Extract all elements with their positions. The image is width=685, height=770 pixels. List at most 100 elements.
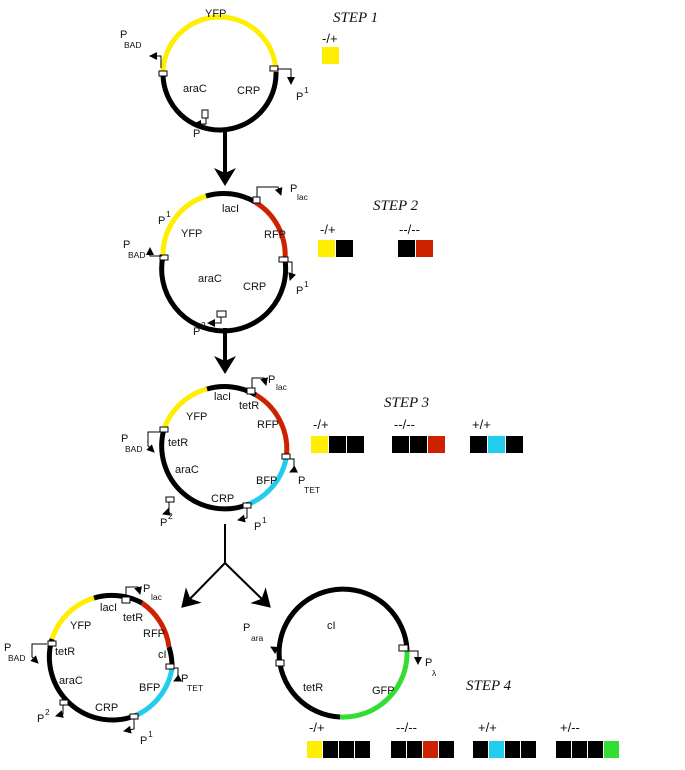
label-plambda-p: P <box>425 657 432 669</box>
rfp-segment <box>253 199 288 261</box>
cell-cyan <box>489 741 504 758</box>
rfp-segment <box>140 600 172 648</box>
label-plac-p: P <box>143 583 150 595</box>
label-p2-p: P <box>193 326 200 338</box>
pbad-arrow <box>149 52 162 68</box>
bfp-segment <box>135 667 175 718</box>
cell-black <box>391 741 406 758</box>
label-p1b-sub: 1 <box>304 279 309 289</box>
label-pbad-p: P <box>123 239 130 251</box>
code-s2a: -/+ <box>320 222 336 237</box>
promoter-box <box>269 65 279 72</box>
label-yfp: YFP <box>181 228 202 240</box>
label-p2-sub: 2 <box>45 707 50 717</box>
cell-cyan <box>488 436 505 453</box>
label-arac: araC <box>175 464 199 476</box>
code-s3c: +/+ <box>472 417 491 432</box>
promoter-box <box>246 387 256 395</box>
p2-arrow <box>193 118 207 128</box>
cell-black <box>355 741 370 758</box>
cell-red <box>423 741 438 758</box>
promoter-box <box>59 699 69 706</box>
cell-black <box>398 240 415 257</box>
yfp-segment <box>49 595 95 640</box>
cell-black <box>329 436 346 453</box>
code-s4a: -/+ <box>309 720 325 735</box>
cell-black <box>336 240 353 257</box>
label-p1-p: P <box>296 91 303 103</box>
label-crp: CRP <box>237 85 260 97</box>
plasmid-step2: lacI YFP RFP araC CRP P lac P 1 P BAD P … <box>123 183 309 338</box>
code-s3a: -/+ <box>313 417 329 432</box>
label-p1-sub: 1 <box>304 85 309 95</box>
label-ptet-sub: TET <box>304 485 320 495</box>
promoter-box <box>201 109 209 119</box>
promoter-box <box>159 426 169 433</box>
label-pbad-p: P <box>121 433 128 445</box>
label-p2-sub: 2 <box>168 511 173 521</box>
pbad-arrow <box>30 643 47 664</box>
cell-black <box>347 436 364 453</box>
promoter-box <box>252 196 261 204</box>
backbone-segment <box>159 428 250 512</box>
label-pbad-p: P <box>4 642 11 654</box>
label-pbad-sub: BAD <box>124 40 141 50</box>
promoter-box <box>216 310 227 318</box>
plac-arrow <box>125 586 142 597</box>
p1b-arrow <box>288 261 297 281</box>
label-tetr: tetR <box>303 682 323 694</box>
label-pbad-sub: BAD <box>125 444 142 454</box>
backbone-segment <box>159 255 289 334</box>
pbad-arrow <box>146 247 162 257</box>
cell-red <box>428 436 445 453</box>
label-laci: lacI <box>100 602 117 614</box>
label-bfp: BFP <box>256 475 277 487</box>
label-ptet-p: P <box>298 475 305 487</box>
label-p1a-sub: 1 <box>166 209 171 219</box>
code-s2b: --/-- <box>399 222 420 237</box>
label-tetr-1: tetR <box>123 612 143 624</box>
promoter-box <box>398 644 409 652</box>
promoter-box <box>242 502 252 509</box>
gfp-segment <box>339 649 410 720</box>
rfp-segment <box>254 392 290 460</box>
laci-tetr-segment <box>93 592 144 606</box>
p1-arrow <box>237 508 248 523</box>
cell-yellow <box>311 436 328 453</box>
cell-black <box>521 741 536 758</box>
label-para-sub: ara <box>251 633 264 643</box>
label-pbad-sub: BAD <box>8 653 25 663</box>
code-s4c: +/+ <box>478 720 497 735</box>
code-s4d: +/-- <box>560 720 580 735</box>
label-tetr-2: tetR <box>55 646 75 658</box>
plac-arrow <box>256 186 283 197</box>
cell-red <box>416 240 433 257</box>
label-p2-sub: 2 <box>201 122 206 132</box>
cell-green <box>604 741 619 758</box>
label-plac-sub: lac <box>297 192 309 202</box>
label-yfp: YFP <box>70 620 91 632</box>
cell-black <box>339 741 354 758</box>
promoter-box <box>47 640 57 647</box>
label-plambda-sub: λ <box>432 668 437 678</box>
plasmid-step4-left: lacI tetR YFP RFP cI tetR araC BFP CRP P… <box>4 583 203 747</box>
backbone-segment <box>46 638 138 723</box>
promoter-box <box>158 70 168 77</box>
label-p2-p: P <box>37 713 44 725</box>
step1-title: STEP 1 <box>333 10 378 26</box>
cell-yellow <box>318 240 335 257</box>
yfp-segment <box>160 193 207 257</box>
label-rfp: RFP <box>143 628 165 640</box>
p1-arrow <box>123 719 135 734</box>
label-p1b-p: P <box>296 285 303 297</box>
promoter-box <box>165 663 175 670</box>
label-arac: araC <box>198 273 222 285</box>
label-crp: CRP <box>95 702 118 714</box>
backbone-segment <box>276 586 410 720</box>
bfp-segment <box>247 458 289 507</box>
flow-arrow-left <box>181 562 226 608</box>
label-p2-p: P <box>160 517 167 529</box>
label-laci: lacI <box>222 203 239 215</box>
promoter-box <box>275 659 285 667</box>
cell-black <box>439 741 454 758</box>
